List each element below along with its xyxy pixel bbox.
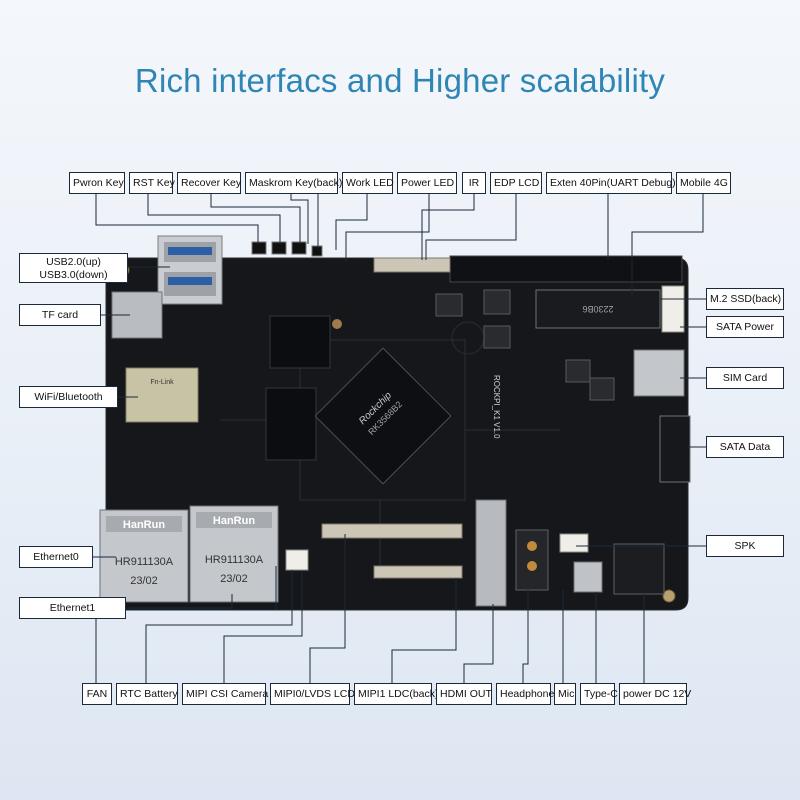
- label-spk: SPK: [706, 535, 784, 557]
- label-usb-line2: USB3.0(down): [39, 269, 108, 281]
- sim-slot: [633, 349, 685, 397]
- page-title: Rich interfacs and Higher scalability: [134, 62, 666, 99]
- ethernet-jack-0: HanRun HR911130A 23/02: [99, 509, 189, 603]
- soc-chip: Rockchip RK3568B2: [314, 347, 452, 485]
- audio-jacks: [515, 529, 549, 591]
- m2-slot: 2230B6: [535, 289, 661, 329]
- label-mipi-csi-camera: MIPI CSI Camera: [182, 683, 268, 705]
- hdmi-port: [475, 499, 507, 607]
- label-mic: Mic: [554, 683, 576, 705]
- label-sim-card: SIM Card: [706, 367, 784, 389]
- board-silkscreen: ROCKPI_K1 V1.0: [492, 375, 501, 439]
- typec-port: [573, 561, 603, 593]
- label-headphone: Headphone: [496, 683, 554, 705]
- label-mipi1-ldc: MIPI1 LDC(back): [354, 683, 439, 705]
- label-mipi0-lvds-lcd: MIPI0/LVDS LCD: [270, 683, 355, 705]
- svg-text:HanRun: HanRun: [123, 519, 165, 531]
- copper-hole: [332, 319, 342, 329]
- label-wifi-bluetooth: WiFi/Bluetooth: [19, 386, 118, 408]
- mipi-csi-connector: [321, 523, 463, 539]
- label-ir: IR: [462, 172, 486, 194]
- label-sata-data: SATA Data: [706, 436, 784, 458]
- label-rtc-battery: RTC Battery: [116, 683, 178, 705]
- svg-text:HR911130A: HR911130A: [205, 554, 264, 566]
- label-power-dc: power DC 12V: [619, 683, 691, 705]
- label-sata-power: SATA Power: [706, 316, 784, 338]
- label-usb-line1: USB2.0(up): [46, 256, 101, 268]
- label-m2-ssd: M.2 SSD(back): [706, 288, 784, 310]
- label-mobile-4g: Mobile 4G: [676, 172, 731, 194]
- label-exten-40pin: Exten 40Pin(UART Debug): [546, 172, 676, 194]
- label-pwron-key: Pwron Key: [69, 172, 125, 194]
- fan-connector: [285, 549, 309, 571]
- spk-connector: [559, 533, 589, 553]
- leader-lines: [93, 193, 706, 684]
- label-work-led: Work LED: [342, 172, 394, 194]
- inductors: [435, 289, 615, 401]
- ethernet-jack-1: HanRun HR911130A 23/02: [189, 505, 279, 603]
- svg-text:23/02: 23/02: [220, 573, 248, 585]
- label-type-c: Type-C: [580, 683, 618, 705]
- label-power-led: Power LED: [397, 172, 457, 194]
- label-usb: USB2.0(up) USB3.0(down): [19, 253, 128, 283]
- dc-jack: [613, 543, 665, 595]
- usb-port: [157, 235, 223, 305]
- svg-text:HanRun: HanRun: [213, 515, 255, 527]
- buttons: [251, 241, 323, 257]
- sata-power-connector: [661, 285, 685, 333]
- wifi-module: Fn-Link: [125, 367, 199, 423]
- label-recover-key: Recover Key: [177, 172, 241, 194]
- mipi-lvds-connector: [373, 565, 463, 579]
- label-ethernet1: Ethernet1: [19, 597, 126, 619]
- ram-chip-1: [269, 315, 331, 369]
- edp-connector: [373, 257, 451, 273]
- sata-data-connector: [659, 415, 691, 483]
- gpio-header: [449, 255, 683, 283]
- wifi-brand-text: Fn-Link: [150, 379, 174, 386]
- label-ethernet0: Ethernet0: [19, 546, 93, 568]
- label-maskrom-key: Maskrom Key(back): [245, 172, 342, 194]
- svg-text:HR911130A: HR911130A: [115, 556, 174, 568]
- label-fan: FAN: [82, 683, 112, 705]
- svg-text:2230B6: 2230B6: [582, 304, 613, 314]
- ram-chip-2: [265, 387, 317, 461]
- label-tf-card: TF card: [19, 304, 101, 326]
- svg-text:23/02: 23/02: [130, 575, 158, 587]
- label-edp-lcd: EDP LCD: [490, 172, 542, 194]
- label-hdmi-out: HDMI OUT: [436, 683, 492, 705]
- label-rst-key: RST Key: [129, 172, 175, 194]
